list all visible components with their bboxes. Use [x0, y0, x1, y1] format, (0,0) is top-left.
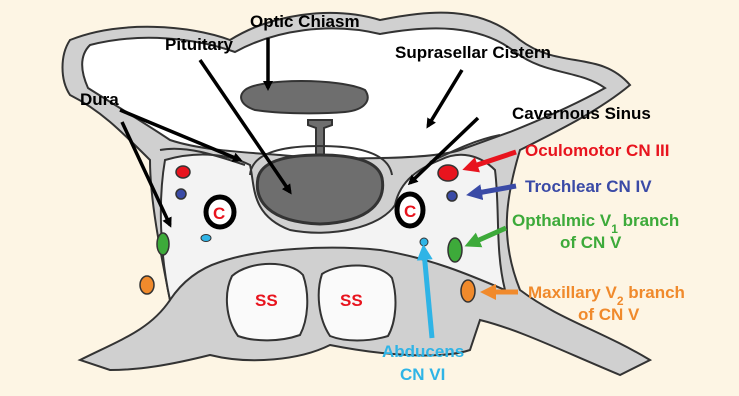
label-pituitary: Pituitary	[165, 35, 234, 54]
oculomotor-nerve-left	[176, 166, 190, 178]
oculomotor-nerve-right	[438, 165, 458, 181]
label-carotid-right: C	[404, 202, 416, 221]
trochlear-nerve-right	[447, 191, 457, 201]
label-abducens-line2: CN VI	[400, 365, 445, 384]
label-sphenoid-left: SS	[255, 291, 278, 310]
pituitary-gland	[257, 155, 382, 224]
abducens-nerve-right	[420, 238, 428, 246]
label-opthalmic-line2: of CN V	[560, 233, 622, 252]
maxillary-nerve-right	[461, 280, 475, 302]
label-dura: Dura	[80, 90, 119, 109]
label-suprasellar-cistern: Suprasellar Cistern	[395, 43, 551, 62]
label-optic-chiasm: Optic Chiasm	[250, 12, 360, 31]
label-oculomotor: Oculomotor CN III	[525, 141, 670, 160]
label-abducens: Abducens	[382, 342, 464, 361]
abducens-nerve-left	[201, 235, 211, 242]
label-sphenoid-right: SS	[340, 291, 363, 310]
label-carotid-left: C	[213, 204, 225, 223]
label-trochlear: Trochlear CN IV	[525, 177, 652, 196]
label-cavernous-sinus: Cavernous Sinus	[512, 104, 651, 123]
optic-chiasm	[241, 81, 368, 113]
trochlear-nerve-left	[176, 189, 186, 199]
label-maxillary-line2: of CN V	[578, 305, 640, 324]
opthalmic-nerve-left	[157, 233, 169, 255]
opthalmic-nerve-right	[448, 238, 462, 262]
maxillary-nerve-left	[140, 276, 154, 294]
